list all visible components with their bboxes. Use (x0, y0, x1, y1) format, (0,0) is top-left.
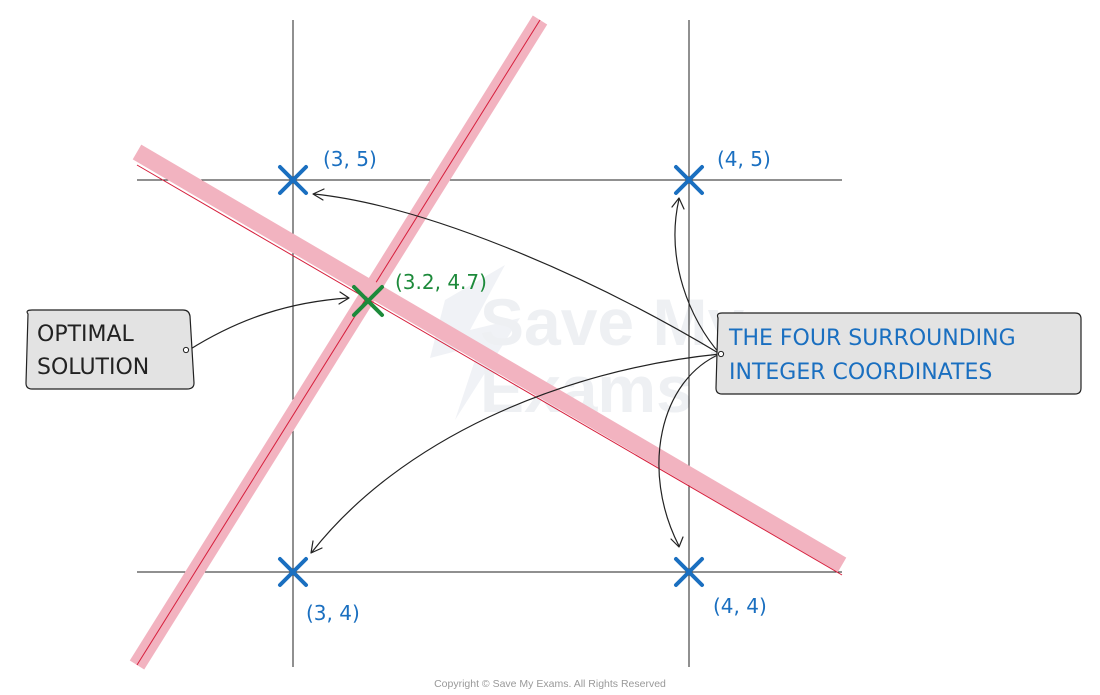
point-4-4-marker (674, 557, 704, 587)
optimal-callout-line-1: OPTIMAL (37, 322, 135, 347)
optimal-solution-callout: OPTIMAL SOLUTION (25, 309, 195, 390)
arrow-to-point-3-5 (312, 188, 721, 355)
optimal-callout-line-2: SOLUTION (37, 355, 149, 380)
watermark-line-1: Save My (480, 285, 744, 359)
arrow-to-point-3-4 (310, 353, 721, 554)
constraint-line-steep (129, 15, 548, 670)
callout-pin-right (717, 350, 725, 358)
surrounding-callout-line-1: THE FOUR SURROUNDING (728, 326, 1016, 351)
point-3-4-marker (278, 557, 308, 587)
grid-lines (137, 20, 842, 667)
point-3-5-label: (3, 5) (323, 147, 377, 171)
callout-pin-left (182, 346, 190, 354)
point-3-5-marker (278, 165, 308, 195)
optimal-point-marker (352, 285, 384, 317)
arrow-to-point-4-5 (671, 197, 721, 355)
copyright-notice: Copyright © Save My Exams. All Rights Re… (434, 678, 666, 690)
point-4-5-label: (4, 5) (717, 147, 771, 171)
optimal-point-label: (3.2, 4.7) (395, 270, 487, 294)
surrounding-callout-line-2: INTEGER COORDINATES (729, 360, 992, 385)
point-4-5-marker (674, 165, 704, 195)
arrow-to-optimal (188, 291, 350, 351)
constraint-line-shallow (132, 144, 847, 576)
point-4-4-label: (4, 4) (713, 594, 767, 618)
point-3-4-label: (3, 4) (306, 601, 360, 625)
surrounding-coordinates-callout: THE FOUR SURROUNDING INTEGER COORDINATES (715, 312, 1082, 395)
arrow-to-point-4-4 (658, 353, 721, 548)
